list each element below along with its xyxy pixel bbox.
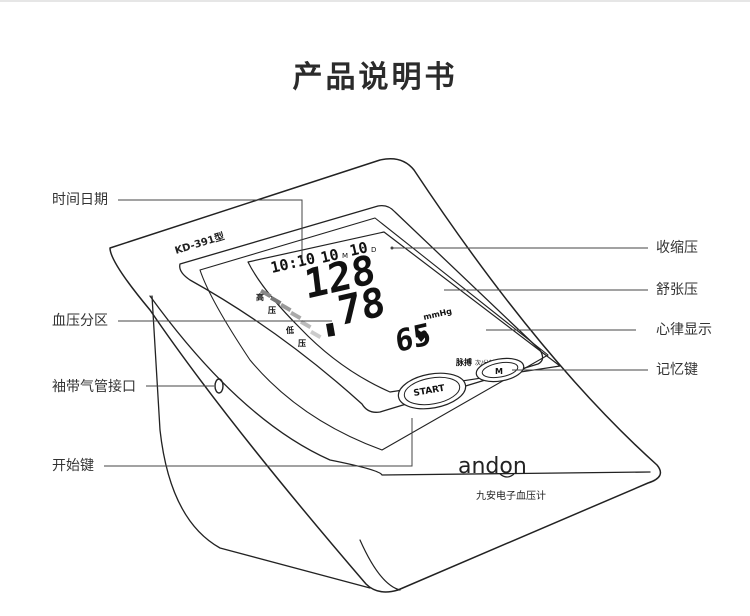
zone-high-char2: 压: [268, 306, 276, 315]
zone-low-char1: 低: [285, 325, 294, 335]
label-bp-zone: 血压分区: [52, 313, 108, 329]
device-body-outline: [109, 158, 662, 593]
page-title: 产品说明书: [292, 60, 458, 95]
lcd-pulse-label: 脉搏: [455, 357, 472, 367]
brand-logo: andon: [458, 454, 527, 479]
lcd-date-month-unit: M: [342, 252, 348, 260]
label-diastolic: 舒张压: [656, 282, 698, 298]
zone-low-char2: 压: [298, 339, 306, 348]
device-side-panel: [151, 295, 371, 589]
brand-chinese: 九安电子血压计: [476, 489, 546, 502]
device-top-bezel: [179, 204, 544, 413]
lcd-date-day: 10: [348, 238, 370, 260]
lcd-pulse: 65: [393, 317, 432, 360]
device-front-curve: [149, 295, 651, 476]
start-button[interactable]: START: [396, 368, 469, 413]
memory-button[interactable]: M: [474, 355, 525, 385]
leader-dot-systolic: [390, 246, 394, 250]
label-systolic: 收缩压: [656, 240, 698, 256]
cuff-port-icon: [214, 378, 224, 394]
device-base-edge: [359, 539, 401, 591]
label-start-key: 开始键: [52, 458, 94, 474]
lcd-screen: [247, 231, 561, 393]
lcd-diastolic: 78: [335, 279, 388, 336]
lcd-date-month: 10: [319, 245, 341, 267]
label-heart-rate: 心律显示: [656, 322, 712, 338]
label-time-date: 时间日期: [52, 192, 108, 208]
zone-high-char1: 高: [256, 292, 264, 302]
lcd-date-day-unit: D: [371, 246, 376, 254]
brand-smile-icon: [499, 473, 515, 478]
memory-button-label: M: [495, 367, 503, 376]
device-inner-panel: [199, 217, 549, 451]
bp-zone-indicator: [326, 322, 336, 337]
label-memory-key: 记忆键: [656, 362, 698, 378]
heart-icon: ♥: [414, 327, 428, 346]
leader-time-date: [118, 199, 303, 260]
top-rule: [0, 0, 750, 2]
bp-zone-bars: [260, 288, 322, 339]
leader-start-key: [104, 418, 413, 467]
label-cuff-port: 袖带气管接口: [52, 379, 136, 395]
